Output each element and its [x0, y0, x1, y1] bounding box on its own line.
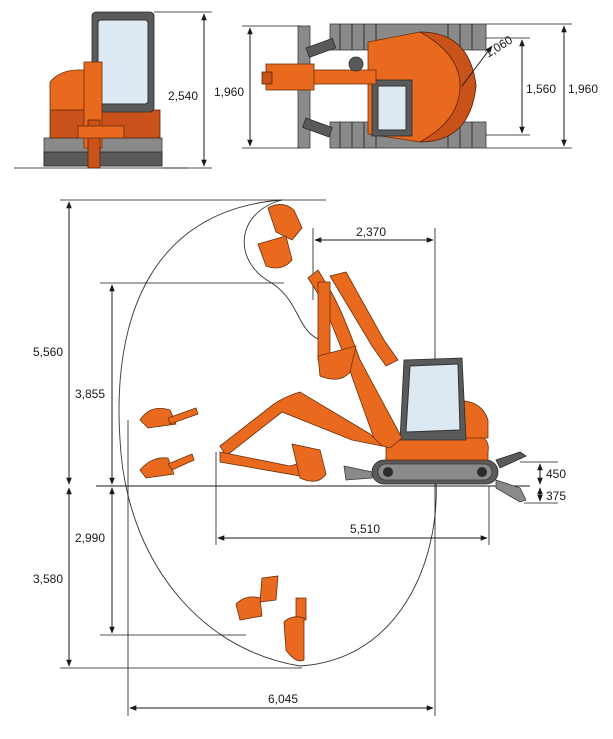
excavator-side: [219, 269, 527, 503]
max-vertical-wall-depth-label: 2,990: [75, 531, 105, 545]
max-digging-depth-label: 3,580: [33, 572, 63, 586]
top-view: 1,060 1,960 1,560 1,960: [214, 23, 598, 149]
bucket-top-position: [267, 204, 303, 241]
top-view-bucket: [265, 63, 315, 91]
front-view: 2,540: [14, 11, 212, 169]
boom-reach: [219, 391, 384, 457]
side-view: 2,370 5,560 3,855 2,990 3,580 5,510 6,04…: [33, 199, 566, 716]
front-view-width-label: 1,960: [214, 85, 244, 99]
blade-lift-label: 450: [546, 467, 566, 481]
bucket-reach: [291, 443, 327, 482]
arm-dig-position: [259, 575, 279, 603]
front-view-cab-window: [97, 19, 149, 105]
bucket-reach-ground: [139, 457, 175, 479]
min-swing-radius-label: 5,510: [350, 522, 380, 536]
blade-drop-label: 375: [546, 489, 566, 503]
bucket-dig-position: [235, 596, 263, 621]
max-reach-label: 6,045: [268, 692, 298, 706]
front-view-height-label: 2,540: [168, 89, 198, 103]
bucket-deepest-position: [283, 616, 305, 662]
top-view-track-gauge-label: 1,560: [526, 82, 556, 96]
top-view-tail-radius-label: 1,060: [482, 33, 515, 61]
side-cab-window: [405, 363, 461, 433]
arm-raised: [317, 281, 331, 361]
working-range-envelope: [118, 199, 437, 667]
top-view-tail-radius-arrow: [461, 45, 493, 87]
max-dump-height-label: 3,855: [75, 387, 105, 401]
dozer-blade-raised: [495, 451, 527, 469]
top-view-overall-width-label: 1,960: [568, 82, 598, 96]
attachment-positions: [139, 204, 307, 662]
max-digging-height-label: 5,560: [33, 345, 63, 359]
front-swing-radius-label: 2,370: [356, 225, 386, 239]
bucket-raised: [317, 345, 357, 380]
dozer-blade-lowered: [495, 479, 527, 503]
arm-reach: [219, 451, 305, 477]
